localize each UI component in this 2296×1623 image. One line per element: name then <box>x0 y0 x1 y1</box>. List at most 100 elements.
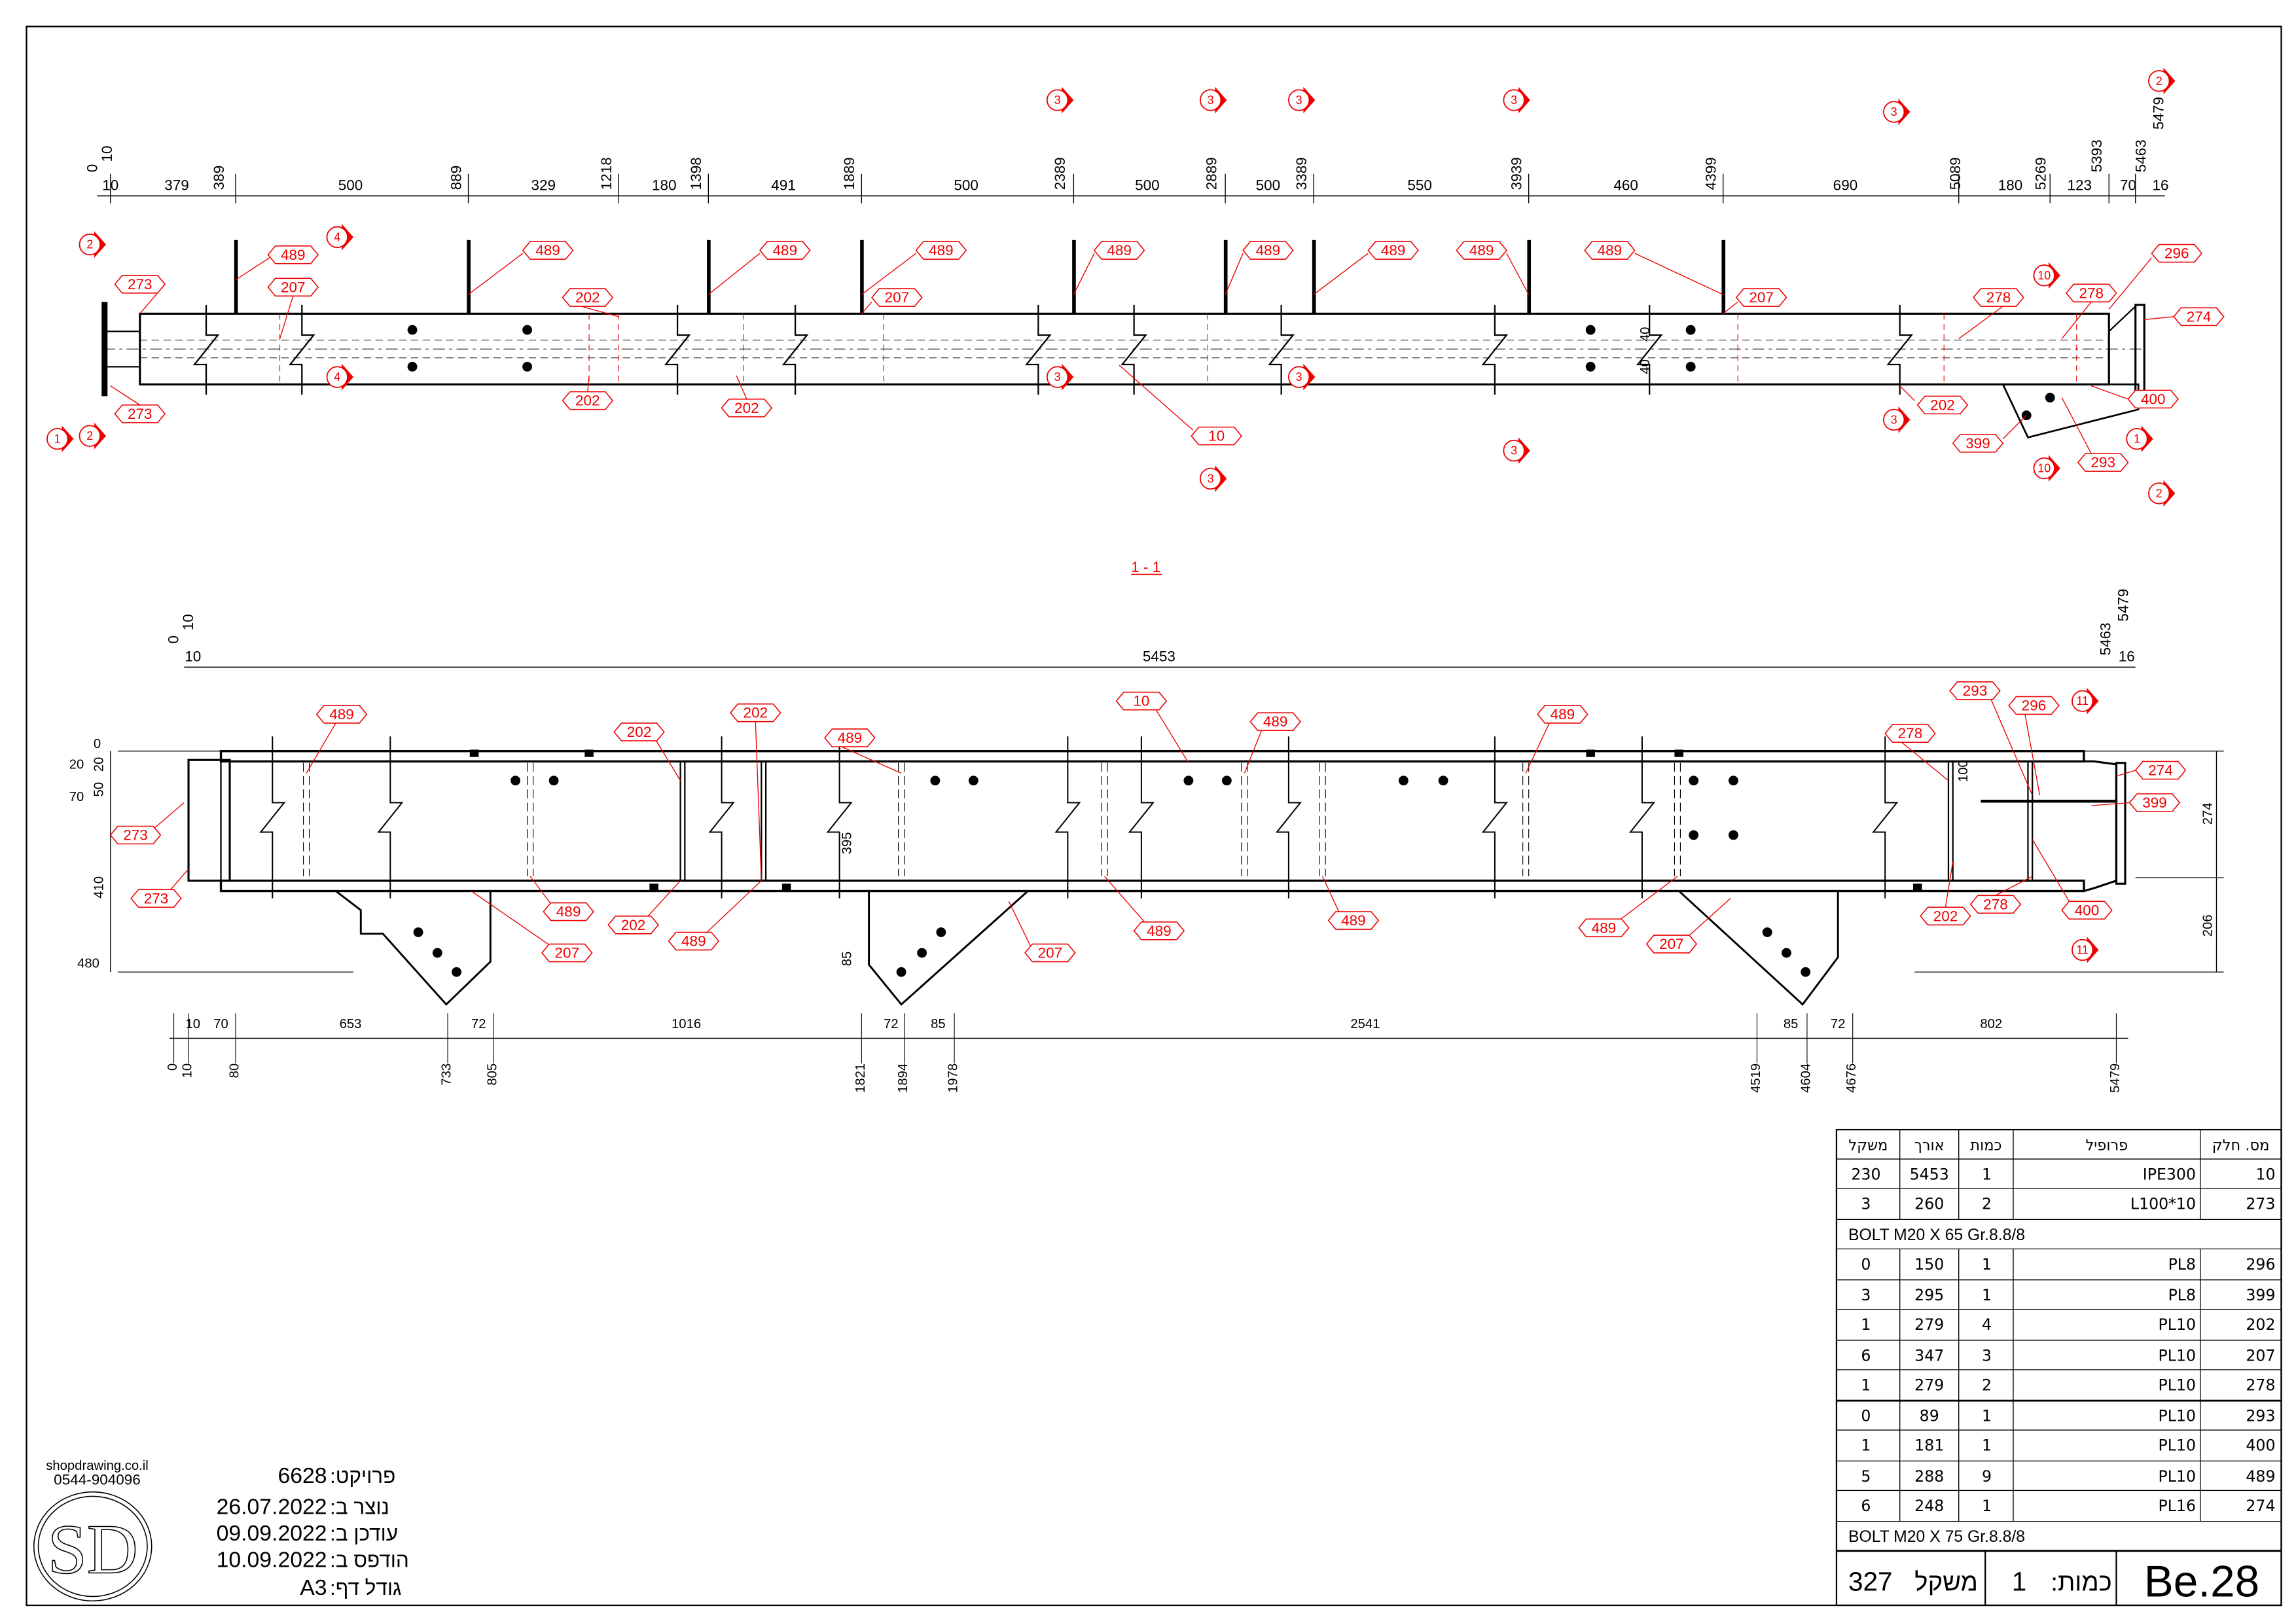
part-callout: 202 <box>730 703 781 722</box>
dimension-label: 329 <box>531 177 556 193</box>
section-circle <box>2148 70 2170 92</box>
dimension-label: 550 <box>1407 177 1432 193</box>
title-field-label: עודכן ב: <box>330 1522 398 1545</box>
section-marker: 3 <box>1503 86 1530 114</box>
dimension-label: 653 <box>340 1017 362 1031</box>
section-marker: 2 <box>79 422 107 450</box>
section-marker: 3 <box>1287 363 1316 391</box>
cell-profile: PL10 <box>2159 1436 2196 1455</box>
bolt-hole <box>896 967 906 977</box>
section-marker-label: 3 <box>1296 370 1302 383</box>
callout-hexagon <box>1645 935 1698 954</box>
callout-hexagon <box>668 931 720 951</box>
part-callout: 400 <box>2127 389 2179 409</box>
part-callout: 202 <box>562 391 614 410</box>
dimension-label: 690 <box>1833 177 1858 193</box>
callout-label: 489 <box>1107 242 1132 259</box>
section-circle <box>1287 89 1310 111</box>
callout-label: 489 <box>1341 912 1366 929</box>
callout-hexagon <box>267 245 319 264</box>
dimension-label: 20 <box>69 758 84 772</box>
callout-label: 273 <box>128 406 152 422</box>
section-marker: 10 <box>2033 455 2060 482</box>
beam-end-right <box>2083 751 2118 893</box>
part-callout: 278 <box>1969 895 2022 914</box>
dimension-label: 889 <box>448 166 464 190</box>
cell-weight: 0 <box>1861 1255 1871 1274</box>
callout-leader <box>834 743 902 774</box>
callout-hexagon <box>824 728 876 747</box>
cell-weight: 1 <box>1861 1436 1871 1455</box>
section-marker-label: 3 <box>1054 370 1061 383</box>
section-circle <box>1046 366 1069 388</box>
callout-hexagon <box>2008 696 2060 715</box>
section-circle <box>1503 89 1525 111</box>
section-marker: 3 <box>1046 86 1074 114</box>
part-callout: 202 <box>607 915 659 935</box>
table-row: BOLT M20 X 75 Gr.8.8/8 <box>1848 1528 2025 1546</box>
stiffener-plate <box>707 240 711 314</box>
part-callout: 399 <box>1952 434 2004 453</box>
callout-hexagon <box>2151 243 2203 263</box>
callout-hexagon <box>759 241 811 260</box>
dimension-label: 0 <box>166 1063 180 1071</box>
section-marker-label: 10 <box>2037 269 2051 282</box>
callout-label: 489 <box>556 904 581 920</box>
callout-leader <box>708 253 761 295</box>
cell-qty: 9 <box>1982 1467 1992 1486</box>
part-callout: 489 <box>522 241 574 260</box>
callout-leader <box>861 253 917 295</box>
section-marker: 3 <box>1883 406 1910 433</box>
callout-hexagon <box>721 399 773 418</box>
callout-label: 278 <box>1986 289 2011 306</box>
cell-profile: PL8 <box>2168 1255 2196 1274</box>
dimension-label: 1398 <box>688 157 704 190</box>
dimension-label: 70 <box>213 1017 228 1031</box>
break-line <box>288 304 315 395</box>
dimension-label: 3389 <box>1293 157 1310 190</box>
stiffener-plate <box>1721 240 1726 314</box>
dimension-label: 0 <box>165 635 181 644</box>
callout-label: 273 <box>123 827 148 844</box>
dimension-label: 805 <box>485 1063 499 1086</box>
gusset-plate <box>868 890 1031 1006</box>
callout-hexagon <box>613 722 665 741</box>
dimension-label: 2541 <box>1350 1017 1380 1031</box>
callout-label: 202 <box>621 917 646 933</box>
break-line <box>1481 304 1509 395</box>
callout-hexagon <box>267 277 319 297</box>
dimension-label: 72 <box>471 1017 486 1031</box>
section-circle <box>2033 264 2055 287</box>
callout-leader <box>2091 802 2130 806</box>
cell-profile: PL10 <box>2159 1346 2196 1364</box>
section-marker-label: 3 <box>1208 472 1214 485</box>
section-circle <box>46 427 69 450</box>
callout-leader <box>1506 253 1530 295</box>
callout-leader <box>587 375 590 392</box>
logo-lettering: SD <box>48 1510 138 1588</box>
stiffener-plate <box>467 240 471 314</box>
callout-hexagon <box>2061 901 2113 920</box>
part-callout: 207 <box>1024 943 1076 963</box>
total-weight-value: 327 <box>1848 1566 1893 1596</box>
cell-length: 347 <box>1914 1346 1944 1364</box>
cell-profile: PL10 <box>2159 1376 2196 1394</box>
section-marker: 10 <box>2033 262 2060 289</box>
callout-hexagon <box>1884 724 1936 743</box>
section-marker-label: 10 <box>2037 462 2051 475</box>
callout-hexagon <box>543 902 594 921</box>
dimension-label: 16 <box>2119 648 2135 664</box>
bolt-hole <box>1762 927 1772 937</box>
section-circle <box>2148 482 2170 505</box>
callout-label: 489 <box>1263 713 1288 730</box>
title-field-value: 26.07.2022 <box>217 1494 327 1519</box>
callout-leader <box>1685 898 1731 939</box>
dimension-label: 4604 <box>1799 1063 1813 1093</box>
dimension-label: 2389 <box>1052 157 1068 190</box>
section-circle <box>79 233 101 256</box>
